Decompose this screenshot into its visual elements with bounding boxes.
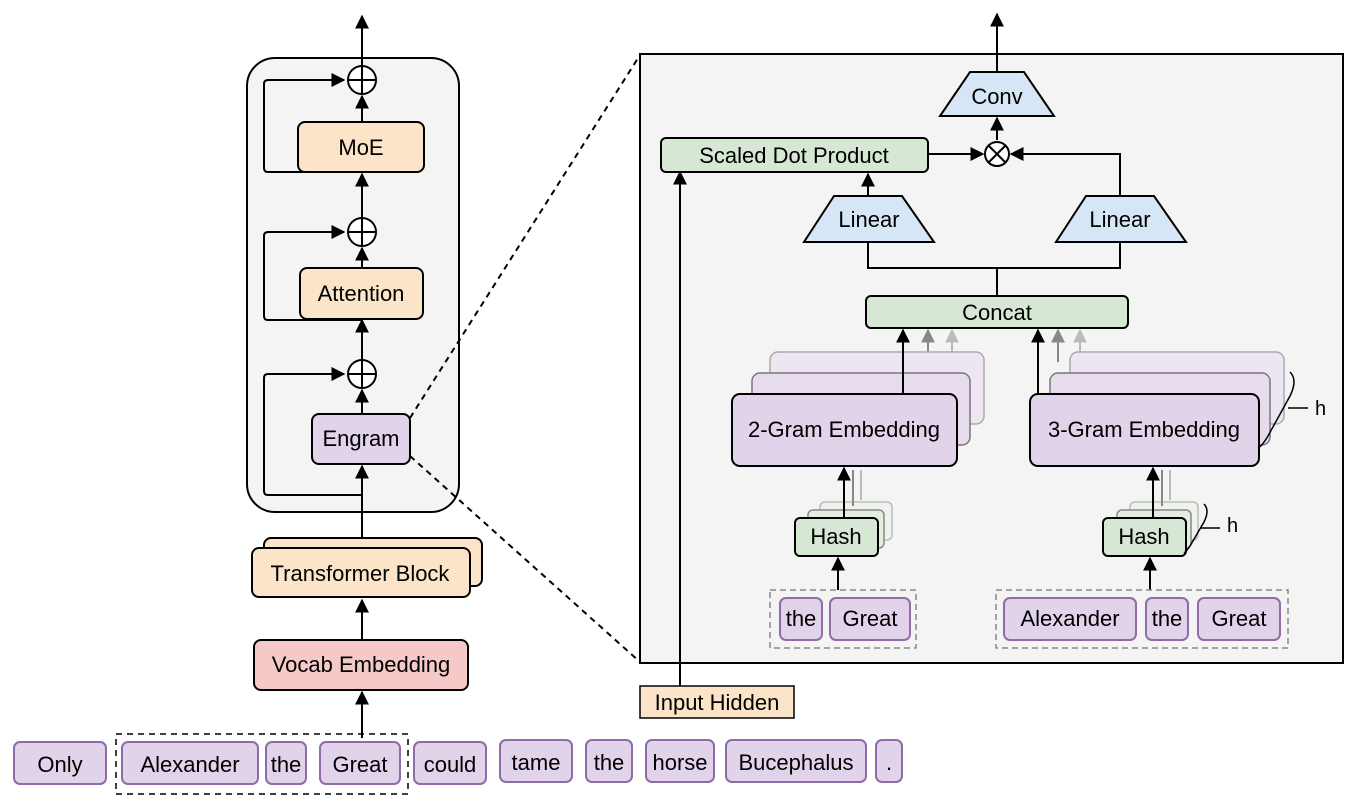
add-icon bbox=[347, 217, 377, 247]
token: the bbox=[779, 597, 823, 641]
input-hidden-block: Input Hidden bbox=[639, 685, 795, 719]
two-gram-token-group bbox=[769, 589, 917, 649]
svg-text:.: . bbox=[886, 750, 892, 775]
three-gram-token-group bbox=[995, 589, 1289, 649]
linear-right-label: Linear bbox=[1089, 207, 1150, 232]
linear-left-block: Linear bbox=[802, 195, 936, 243]
svg-text:Great: Great bbox=[1211, 606, 1266, 631]
concat-branch-lines bbox=[867, 242, 1121, 296]
svg-text:tame: tame bbox=[512, 750, 561, 775]
conv-block: Conv bbox=[938, 71, 1056, 117]
svg-text:the: the bbox=[786, 606, 817, 631]
scaled-dot-product-label: Scaled Dot Product bbox=[699, 143, 889, 168]
attention-block: Attention bbox=[299, 267, 424, 320]
svg-text:could: could bbox=[424, 752, 477, 777]
svg-text:Great: Great bbox=[332, 752, 387, 777]
multiply-icon bbox=[984, 141, 1010, 167]
concat-block: Concat bbox=[865, 295, 1129, 329]
ngram-highlight bbox=[115, 733, 409, 795]
linear-right-to-multiply-arrow bbox=[1009, 147, 1121, 196]
svg-text:the: the bbox=[271, 752, 302, 777]
token: tame bbox=[499, 739, 573, 783]
hash-right-block: Hash bbox=[1102, 501, 1199, 557]
three-gram-label: 3-Gram Embedding bbox=[1048, 417, 1240, 442]
hash-left-block: Hash bbox=[794, 501, 893, 557]
add-icon bbox=[347, 65, 377, 95]
linear-left-label: Linear bbox=[838, 207, 899, 232]
zoom-lines bbox=[409, 54, 641, 663]
token: . bbox=[875, 739, 903, 783]
svg-text:Alexander: Alexander bbox=[140, 752, 239, 777]
scaled-dot-product-block: Scaled Dot Product bbox=[660, 137, 929, 173]
three-gram-embedding-block: 3-Gram Embedding bbox=[1029, 351, 1285, 467]
input-hidden-label: Input Hidden bbox=[655, 690, 780, 715]
engram-label: Engram bbox=[322, 426, 399, 451]
two-gram-embedding-block: 2-Gram Embedding bbox=[731, 351, 985, 467]
token: Bucephalus bbox=[725, 739, 867, 783]
hash-count-brace bbox=[1183, 503, 1220, 554]
token: the bbox=[585, 739, 633, 783]
vocab-embedding-block: Vocab Embedding bbox=[253, 639, 469, 691]
moe-label: MoE bbox=[338, 135, 383, 160]
svg-text:Bucephalus: Bucephalus bbox=[739, 750, 854, 775]
transformer-block-label: Transformer Block bbox=[271, 561, 451, 586]
token: Alexander bbox=[121, 741, 259, 785]
svg-text:horse: horse bbox=[652, 750, 707, 775]
token: the bbox=[265, 741, 307, 785]
token-row: Only Alexander the Great could tame the … bbox=[13, 739, 903, 785]
vocab-embedding-label: Vocab Embedding bbox=[272, 652, 451, 677]
token: Great bbox=[319, 741, 401, 785]
engram-block: Engram bbox=[311, 413, 411, 465]
head-count-label-top: h bbox=[1315, 398, 1326, 420]
svg-text:Only: Only bbox=[37, 752, 82, 777]
conv-label: Conv bbox=[971, 84, 1022, 109]
hash-right-label: Hash bbox=[1118, 524, 1169, 549]
residual-connections bbox=[263, 73, 363, 496]
hash-left-label: Hash bbox=[810, 524, 861, 549]
transformer-block: Transformer Block bbox=[251, 537, 483, 598]
svg-text:the: the bbox=[594, 750, 625, 775]
concat-label: Concat bbox=[962, 300, 1032, 325]
token: Great bbox=[1197, 597, 1281, 641]
hash-left-arrows bbox=[837, 466, 862, 518]
token: the bbox=[1145, 597, 1189, 641]
token: could bbox=[413, 741, 487, 785]
svg-text:the: the bbox=[1152, 606, 1183, 631]
head-count-label-bottom: h bbox=[1227, 515, 1238, 537]
hash-right-arrows bbox=[1146, 466, 1171, 518]
attention-label: Attention bbox=[318, 281, 405, 306]
linear-right-block: Linear bbox=[1054, 195, 1188, 243]
head-count-brace bbox=[1257, 371, 1308, 449]
svg-text:Great: Great bbox=[842, 606, 897, 631]
token: Great bbox=[829, 597, 911, 641]
two-gram-label: 2-Gram Embedding bbox=[748, 417, 940, 442]
token: Alexander bbox=[1003, 597, 1137, 641]
add-icon bbox=[347, 359, 377, 389]
svg-text:Alexander: Alexander bbox=[1020, 606, 1119, 631]
token: Only bbox=[13, 741, 107, 785]
moe-block: MoE bbox=[297, 121, 425, 173]
token: horse bbox=[645, 739, 715, 783]
